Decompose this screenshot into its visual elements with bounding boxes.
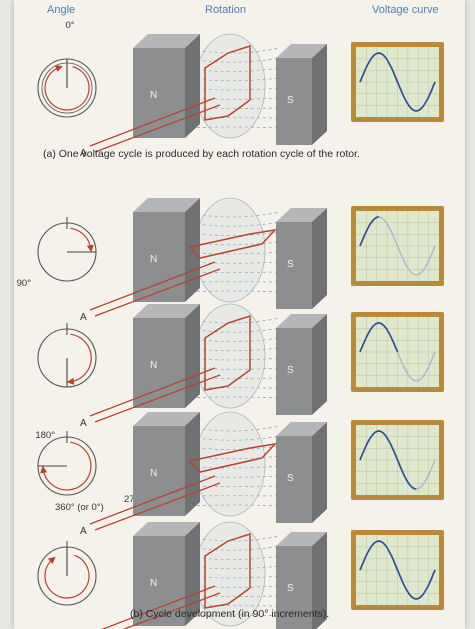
north-magnet: [133, 48, 185, 138]
south-pole-label: S: [287, 365, 294, 376]
rotation-arrow: [70, 334, 91, 382]
north-pole-label: N: [150, 360, 157, 371]
north-magnet-side: [185, 34, 200, 138]
south-pole-label: S: [287, 259, 294, 270]
south-magnet: [276, 328, 312, 415]
south-magnet: [276, 222, 312, 309]
south-pole-label: S: [287, 583, 294, 594]
angle-label: 90°: [17, 278, 32, 289]
generator-row-3: 270°NSA: [38, 412, 444, 537]
south-magnet-side: [312, 208, 327, 309]
south-pole-label: S: [287, 95, 294, 106]
rotor-cylinder: [195, 412, 265, 516]
south-magnet-side: [312, 44, 327, 145]
south-magnet: [276, 436, 312, 523]
rotor-cylinder: [195, 198, 265, 302]
terminal-label: A: [80, 526, 87, 537]
north-pole-label: N: [150, 90, 157, 101]
south-magnet-side: [312, 422, 327, 523]
caption-b: (b) Cycle development (in 90° increments…: [130, 608, 329, 620]
angle-label: 360° (or 0°): [55, 502, 104, 513]
angle-label: 180°: [35, 430, 55, 441]
south-magnet: [276, 58, 312, 145]
angle-label: 0°: [65, 20, 74, 31]
terminal-label: A: [80, 418, 87, 429]
caption-a: (a) One voltage cycle is produced by eac…: [43, 148, 360, 160]
south-pole-label: S: [287, 473, 294, 484]
north-pole-label: N: [150, 578, 157, 589]
north-pole-label: N: [150, 468, 157, 479]
north-magnet: [133, 318, 185, 408]
north-pole-label: N: [150, 254, 157, 265]
north-magnet: [133, 212, 185, 302]
south-magnet-side: [312, 314, 327, 415]
north-magnet-side: [185, 304, 200, 408]
north-magnet: [133, 426, 185, 516]
terminal-label: A: [80, 312, 87, 323]
